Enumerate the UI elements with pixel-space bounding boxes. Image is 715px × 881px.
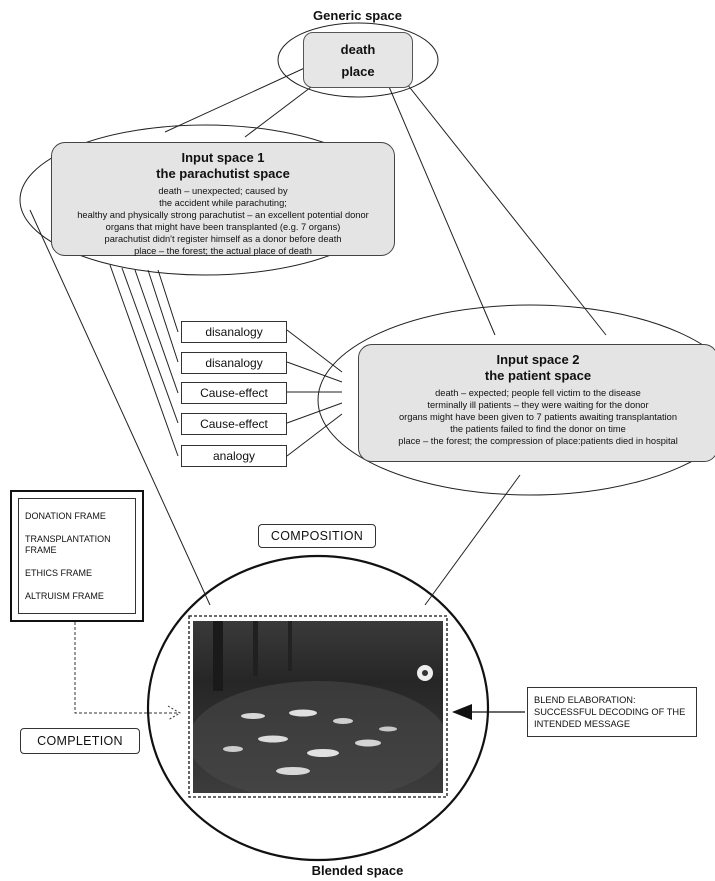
blended-space-title: Blended space bbox=[311, 863, 404, 878]
input-space-1-line: place – the forest; the actual place of … bbox=[134, 246, 312, 256]
frame-donation: DONATION FRAME bbox=[25, 511, 106, 521]
relation-cause-effect-1: Cause-effect bbox=[181, 382, 287, 404]
generic-space-ellipse bbox=[277, 22, 439, 98]
relation-cause-effect-2: Cause-effect bbox=[181, 413, 287, 435]
input-space-1-line: parachutist didn't register himself as a… bbox=[104, 234, 342, 244]
input-space-2-box: Input space 2 the patient space death – … bbox=[358, 344, 715, 462]
relation-disanalogy-2: disanalogy bbox=[181, 352, 287, 374]
input-space-2-line: death – expected; people fell victim to … bbox=[435, 388, 641, 398]
input-space-2-ellipse bbox=[317, 304, 715, 496]
input-space-2-line: place – the forest; the compression of p… bbox=[398, 436, 678, 446]
input-space-1-box: Input space 1 the parachutist space deat… bbox=[51, 142, 395, 256]
input-space-1-title: Input space 1 bbox=[181, 150, 265, 165]
input-space-2-line: organs might have been given to 7 patien… bbox=[398, 412, 678, 422]
input-space-1-line: death – unexpected; caused by bbox=[158, 186, 288, 196]
forest-scene-image bbox=[193, 621, 443, 793]
input-space-2-line: terminally ill patients – they were wait… bbox=[427, 400, 649, 410]
blended-space-circle bbox=[146, 554, 490, 862]
blend-elaboration-box: BLEND ELABORATION: SUCCESSFUL DECODING O… bbox=[527, 687, 697, 737]
relation-analogy: analogy bbox=[181, 445, 287, 467]
input-space-1-line: healthy and physically strong parachutis… bbox=[77, 210, 369, 220]
input-space-2-line: the patients failed to find the donor on… bbox=[450, 424, 626, 434]
input-space-2-title: Input space 2 bbox=[496, 352, 580, 367]
generic-item-place: place bbox=[341, 64, 375, 79]
generic-space-title: Generic space bbox=[313, 8, 402, 23]
input-space-1-subtitle: the parachutist space bbox=[156, 166, 290, 181]
blend-photo bbox=[193, 621, 443, 793]
frame-transplantation: TRANSPLANTATION FRAME bbox=[25, 534, 111, 555]
input-space-2-subtitle: the patient space bbox=[484, 368, 592, 383]
completion-label: COMPLETION bbox=[20, 728, 140, 754]
composition-label: COMPOSITION bbox=[258, 524, 376, 548]
relation-disanalogy-1: disanalogy bbox=[181, 321, 287, 343]
frames-box: DONATION FRAME TRANSPLANTATION FRAME ETH… bbox=[10, 490, 144, 622]
frame-ethics: ETHICS FRAME bbox=[25, 568, 93, 578]
generic-space-box: death place bbox=[303, 32, 413, 88]
frame-altruism: ALTRUISM FRAME bbox=[25, 591, 104, 601]
input-space-1-line: the accident while parachuting; bbox=[159, 198, 287, 208]
generic-item-death: death bbox=[340, 42, 376, 57]
input-space-1-line: organs that might have been transplanted… bbox=[105, 222, 341, 232]
